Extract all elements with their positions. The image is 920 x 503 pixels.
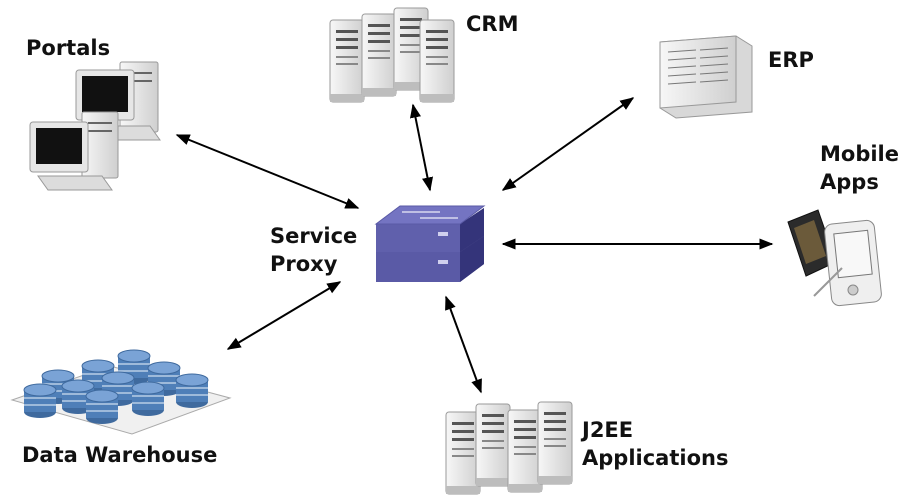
server-rack-icon bbox=[445, 401, 573, 495]
database-cluster-icon bbox=[10, 349, 232, 435]
service-proxy-label-line1: Service bbox=[270, 224, 358, 248]
desktop-computers-icon bbox=[29, 61, 161, 191]
erp-label: ERP bbox=[768, 48, 814, 72]
arrow-proxy-erp bbox=[501, 97, 635, 191]
crm-label: CRM bbox=[466, 12, 519, 36]
network-switch-icon bbox=[374, 205, 486, 282]
data-warehouse-label: Data Warehouse bbox=[22, 443, 218, 467]
j2ee-label-line1: J2EE bbox=[582, 418, 634, 442]
j2ee-label-line2: Applications bbox=[582, 446, 729, 470]
service-proxy-label-line2: Proxy bbox=[270, 252, 338, 276]
arrow-proxy-j2ee bbox=[445, 295, 482, 394]
mobile-apps-label-line1: Mobile bbox=[820, 142, 899, 166]
mobile-devices-icon bbox=[787, 209, 882, 307]
mobile-apps-label-line2: Apps bbox=[820, 170, 879, 194]
server-cabinet-icon bbox=[659, 35, 753, 119]
portals-label: Portals bbox=[26, 36, 111, 60]
arrow-proxy-portals bbox=[175, 134, 360, 209]
server-rack-icon bbox=[329, 7, 455, 103]
arrow-proxy-crm bbox=[409, 103, 434, 192]
arrow-proxy-warehouse bbox=[226, 281, 342, 350]
connector-arrows bbox=[175, 97, 774, 394]
